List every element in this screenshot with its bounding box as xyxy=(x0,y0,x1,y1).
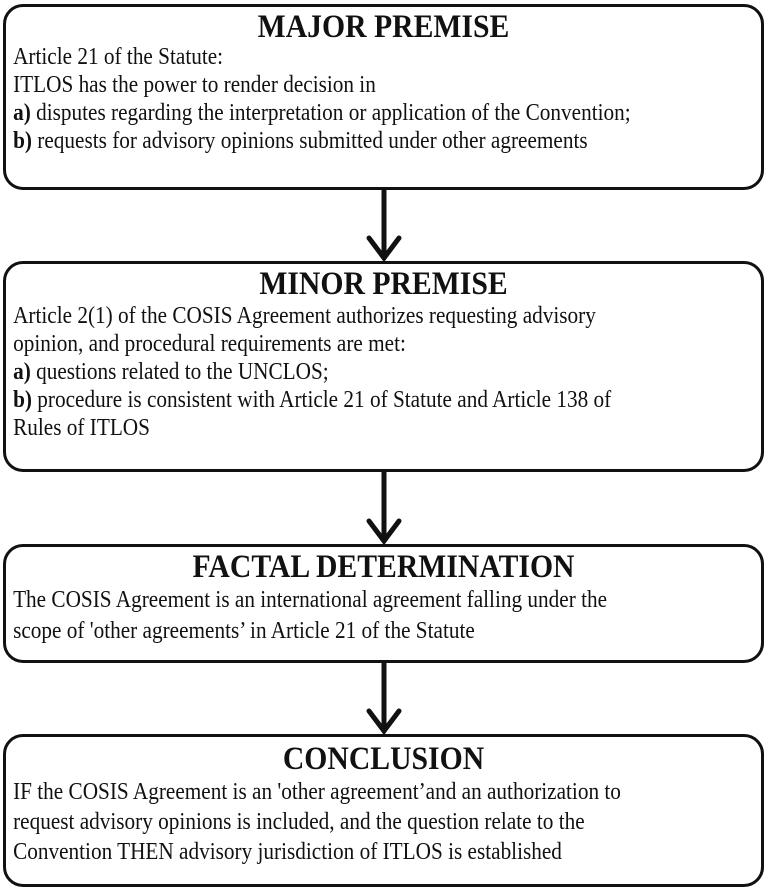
conclusion-title: CONCLUSION xyxy=(282,741,485,777)
factual-determination-title: FACTAL DETERMINATION xyxy=(192,549,575,585)
conclusion-box: CONCLUSION IF the COSIS Agreement is an … xyxy=(3,734,764,887)
conclusion-line: IF the COSIS Agreement is an 'other agre… xyxy=(13,779,621,805)
major-premise-line: a) disputes regarding the interpretation… xyxy=(13,100,631,126)
conclusion-line: request advisory opinions is included, a… xyxy=(13,809,585,835)
major-premise-title: MAJOR PREMISE xyxy=(257,9,510,45)
factual-determination-line: The COSIS Agreement is an international … xyxy=(13,587,608,613)
arrow-major-to-minor xyxy=(366,187,402,263)
minor-premise-line: b) procedure is consistent with Article … xyxy=(13,387,612,413)
major-premise-box: MAJOR PREMISE Article 21 of the Statute:… xyxy=(3,4,764,190)
minor-premise-line: opinion, and procedural requirements are… xyxy=(13,331,406,357)
arrow-factual-to-conclusion xyxy=(366,658,402,736)
major-premise-line: Article 21 of the Statute: xyxy=(13,44,224,70)
minor-premise-line: Article 2(1) of the COSIS Agreement auth… xyxy=(13,303,596,329)
minor-premise-box: MINOR PREMISE Article 2(1) of the COSIS … xyxy=(3,261,764,472)
minor-premise-line: a) questions related to the UNCLOS; xyxy=(13,359,329,385)
minor-premise-line: Rules of ITLOS xyxy=(13,415,150,441)
major-premise-line: b) requests for advisory opinions submit… xyxy=(13,128,588,154)
minor-premise-title: MINOR PREMISE xyxy=(259,266,508,302)
major-premise-line: ITLOS has the power to render decision i… xyxy=(13,72,376,98)
conclusion-line: Convention THEN advisory jurisdiction of… xyxy=(13,839,562,865)
arrow-minor-to-factual xyxy=(366,468,402,546)
factual-determination-line: scope of 'other agreements’ in Article 2… xyxy=(13,618,475,644)
factual-determination-box: FACTAL DETERMINATION The COSIS Agreement… xyxy=(3,544,764,663)
